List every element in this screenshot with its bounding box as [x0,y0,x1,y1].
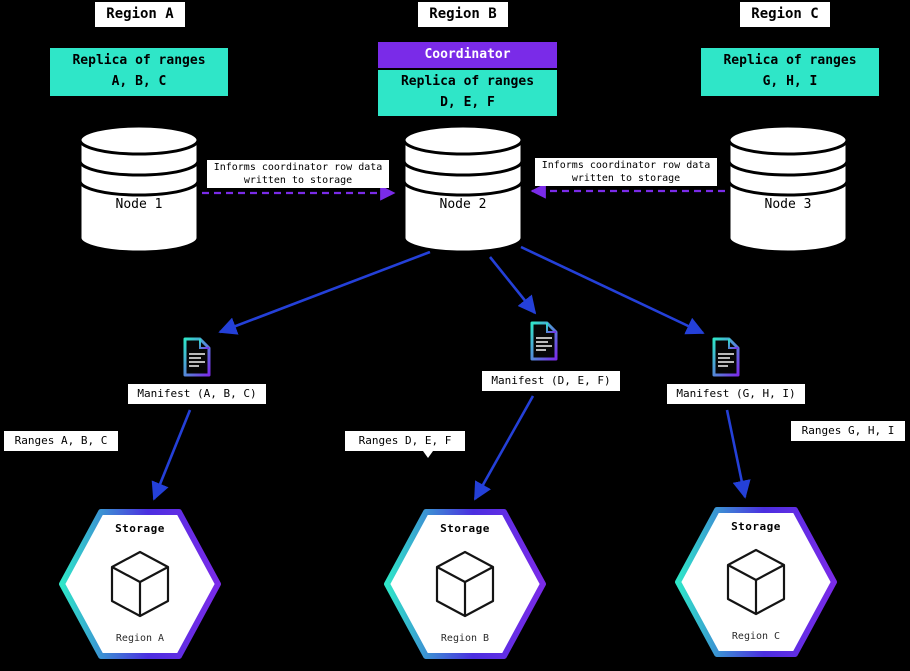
informs-coordinator-left-label: Informs coordinator row data written to … [207,160,389,188]
storage-hexagon-c [675,507,837,657]
node2-label: Node 2 [439,197,487,212]
ranges-def-label: Ranges D, E, F [345,431,465,451]
ranges-ghi-label: Ranges G, H, I [791,421,905,441]
storage-c-region-label: Region C [731,631,781,642]
arrow-node2-to-manifest-def [488,256,537,315]
storage-hexagon-b [384,509,546,659]
region-a-title: Region A [95,2,185,27]
arrow-node2-to-manifest-abc [218,250,431,335]
manifest-file-icon-abc [183,337,211,377]
cube-icon [435,550,495,618]
arrow-manifest-ghi-to-storage-c [725,409,751,499]
informs-coordinator-right-label: Informs coordinator row data written to … [535,158,717,186]
storage-c-title: Storage [731,520,781,533]
manifest-def-label: Manifest (D, E, F) [482,371,620,391]
storage-b-title: Storage [440,522,490,535]
region-b-title: Region B [418,2,508,27]
node2-database-icon [402,124,524,254]
arrow-node2-to-manifest-ghi [520,245,705,335]
coordinator-badge: Coordinator [378,42,557,68]
storage-a-region-label: Region A [115,633,165,644]
storage-region-b: Storage Region B [383,506,547,662]
arrow-manifest-abc-to-storage-a [151,409,192,501]
ranges-abc-label: Ranges A, B, C [4,431,118,451]
manifest-file-icon-ghi [712,337,740,377]
cube-icon [726,548,786,616]
region-b-replica-ranges: Replica of ranges D, E, F [378,70,557,116]
manifest-ghi-label: Manifest (G, H, I) [667,384,805,404]
cube-icon [110,550,170,618]
region-c-replica-ranges: Replica of ranges G, H, I [701,48,879,96]
region-a-replica-ranges: Replica of ranges A, B, C [50,48,228,96]
arrow-manifest-def-to-storage-b [473,395,535,501]
storage-region-a: Storage Region A [58,506,222,662]
ranges-def-pointer [423,451,433,458]
storage-b-region-label: Region B [440,633,490,644]
node1-label: Node 1 [115,197,163,212]
manifest-file-icon-def [530,321,558,361]
storage-region-c: Storage Region C [674,504,838,660]
storage-a-title: Storage [115,522,165,535]
manifest-abc-label: Manifest (A, B, C) [128,384,266,404]
region-c-title: Region C [740,2,830,27]
storage-hexagon-a [59,509,221,659]
node1-database-icon [78,124,200,254]
node3-label: Node 3 [764,197,812,212]
node3-database-icon [727,124,849,254]
